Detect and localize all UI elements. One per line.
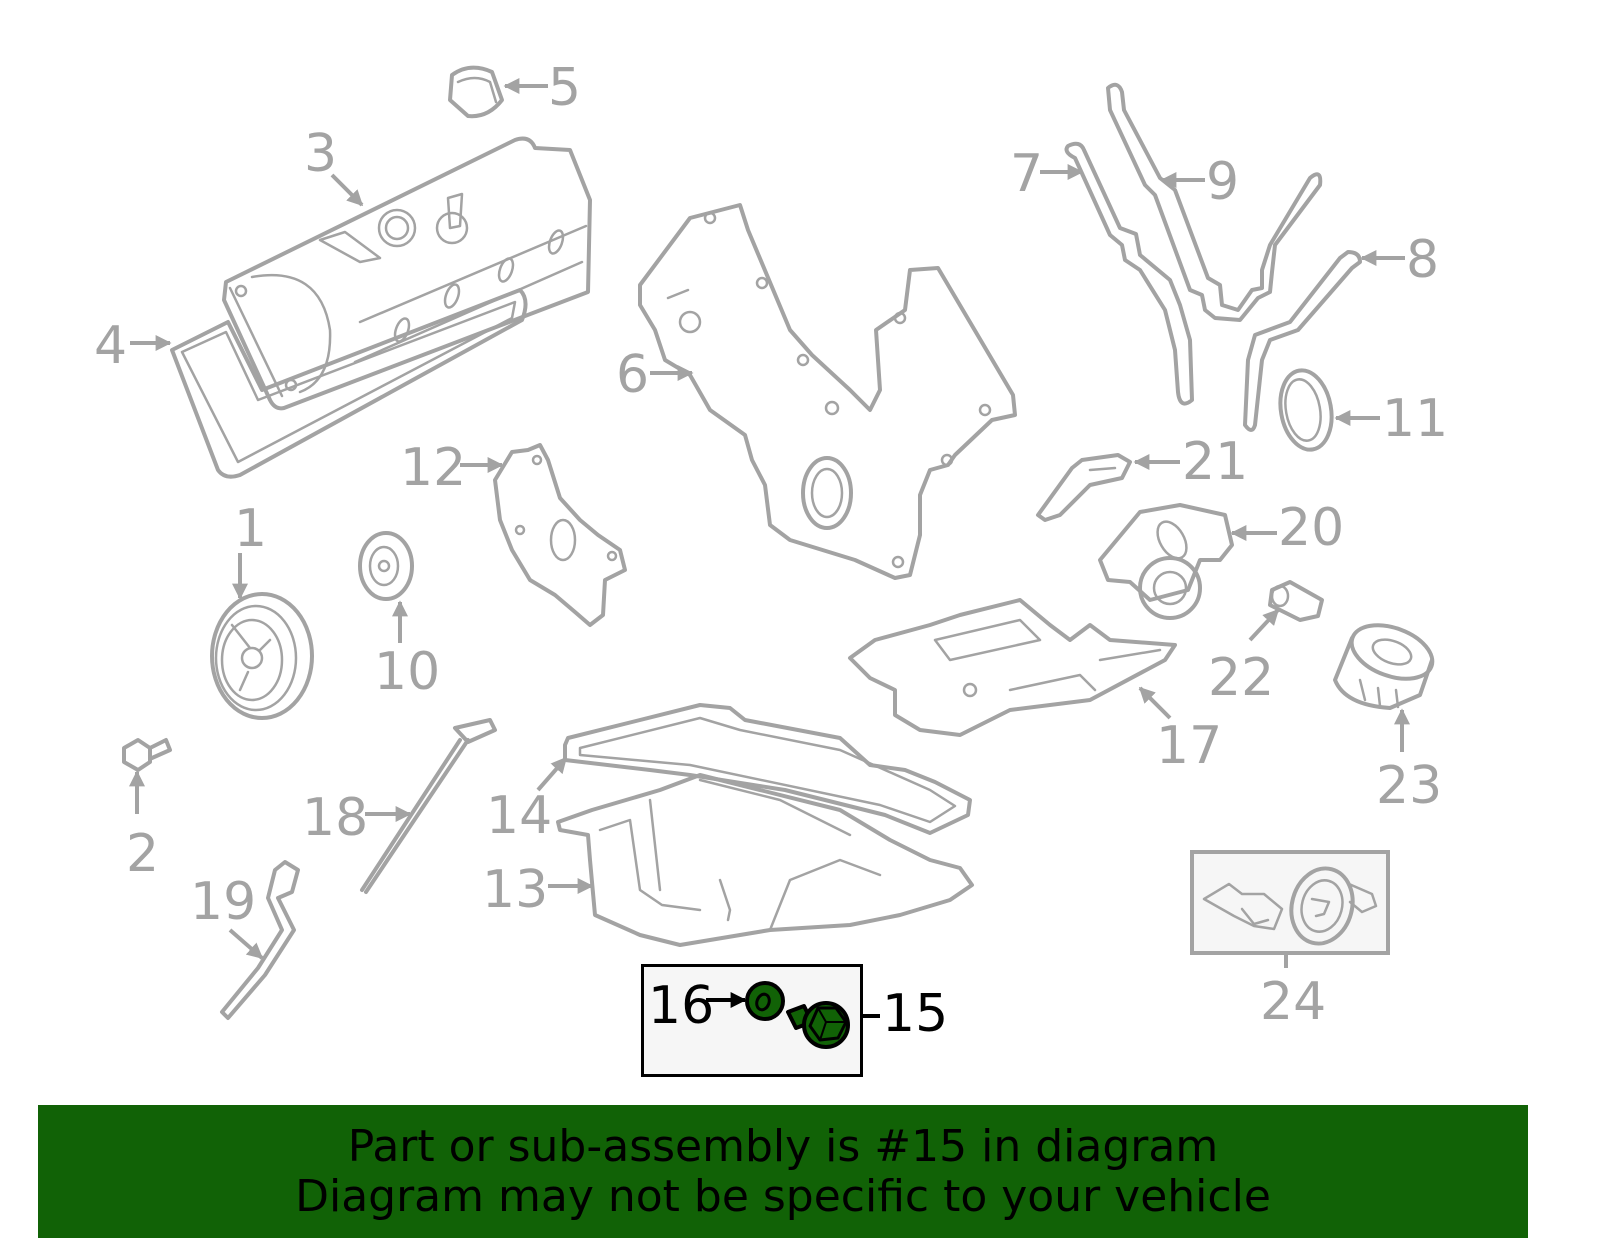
banner-disclaimer: Diagram may not be specific to your vehi… [295, 1170, 1271, 1222]
callout-19[interactable]: 19 [190, 872, 257, 932]
part-24-sensor-and-connector [1202, 866, 1378, 946]
part-21-bracket [1036, 453, 1132, 522]
callout-18[interactable]: 18 [302, 788, 369, 848]
info-banner: Part or sub-assembly is #15 in diagram D… [38, 1105, 1528, 1238]
callout-8[interactable]: 8 [1406, 230, 1440, 290]
part-13-oil-pan [556, 773, 974, 947]
callout-11[interactable]: 11 [1382, 389, 1449, 449]
callout-17[interactable]: 17 [1156, 716, 1223, 776]
callout-20[interactable]: 20 [1278, 498, 1345, 558]
callout-3[interactable]: 3 [304, 124, 338, 184]
callout-4[interactable]: 4 [94, 316, 128, 376]
callout-7[interactable]: 7 [1010, 144, 1044, 204]
callout-24[interactable]: 24 [1260, 972, 1327, 1032]
callout-6[interactable]: 6 [616, 345, 650, 405]
part-17-oil-pan-baffle [848, 598, 1177, 737]
part-5-oil-filler-cap [448, 65, 504, 119]
part-22-fitting [1268, 580, 1324, 622]
callout-5[interactable]: 5 [548, 58, 582, 118]
part-18-oil-dipstick [360, 718, 497, 894]
part-19-dipstick-tube [220, 860, 300, 1020]
banner-part-notice: Part or sub-assembly is #15 in diagram [347, 1120, 1219, 1172]
part-23-oil-filter [1333, 623, 1435, 710]
callout-12[interactable]: 12 [400, 438, 467, 498]
callout-9[interactable]: 9 [1206, 152, 1240, 212]
callout-2[interactable]: 2 [126, 824, 160, 884]
callout-16-highlighted[interactable]: 16 [648, 976, 715, 1036]
part-20-belt-tensioner [1098, 503, 1234, 620]
part-7-gasket [1064, 141, 1194, 406]
callout-21[interactable]: 21 [1182, 432, 1249, 492]
callout-13[interactable]: 13 [482, 860, 549, 920]
part-2-bolt [122, 738, 172, 772]
part-14-oil-pan-gasket [563, 703, 972, 835]
callout-15-highlighted[interactable]: 15 [882, 984, 949, 1044]
part-1-crankshaft-pulley [210, 592, 314, 720]
part-3-valve-cover [222, 136, 592, 411]
part-6-timing-cover [638, 203, 1017, 580]
part-12-oil-pump [493, 443, 627, 627]
callout-1[interactable]: 1 [234, 499, 268, 559]
callout-14[interactable]: 14 [486, 786, 553, 846]
leader-lines [129, 78, 1410, 968]
callout-23[interactable]: 23 [1376, 756, 1443, 816]
part-24-group-box [1190, 850, 1390, 955]
part-8-gasket [1243, 250, 1362, 432]
engine-parts-diagram [122, 65, 1435, 1020]
callout-22[interactable]: 22 [1208, 648, 1275, 708]
part-10-plug [358, 531, 414, 601]
part-9-gasket [1106, 82, 1323, 322]
part-11-front-seal [1278, 368, 1334, 452]
callout-10[interactable]: 10 [374, 642, 441, 702]
